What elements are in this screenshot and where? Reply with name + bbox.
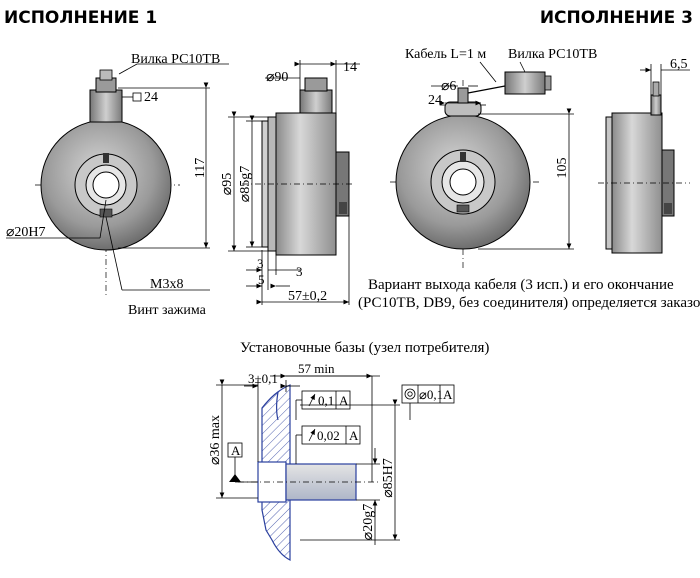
header-variant-1: ИСПОЛНЕНИЕ 1 — [4, 8, 157, 28]
v1-dia-85: ⌀85g7 — [238, 166, 253, 202]
v3-cable-label: Кабель L=1 м — [405, 47, 486, 62]
header-variant-3: ИСПОЛНЕНИЕ 3 — [540, 8, 693, 28]
mount-tol-01: 0,1 — [318, 393, 334, 408]
v3-dim-24: 24 — [428, 93, 442, 108]
variant3-front-view — [390, 61, 574, 270]
v1-length: 57±0,2 — [288, 289, 327, 304]
variant1-side-view — [228, 60, 360, 305]
mount-tol-002: 0,02 — [317, 428, 340, 443]
mount-dia-85: ⌀85Н7 — [381, 458, 396, 498]
v3-dim-65: 6,5 — [670, 57, 688, 72]
mount-dim-57: 57 min — [298, 361, 335, 376]
v1-screw-size: М3х8 — [150, 277, 183, 292]
v1-dim-3a: 3 — [257, 256, 264, 271]
mount-dia-20: ⌀20g7 — [361, 504, 376, 540]
mounting-title: Установочные базы (узел потребителя) — [240, 340, 489, 356]
mounting-section — [216, 373, 455, 561]
v1-dim-14: 14 — [343, 60, 357, 75]
mount-conc-tol: ⌀0,1 — [419, 387, 443, 402]
v1-dim-3b: 3 — [296, 264, 303, 279]
note-line-2: (РС10ТВ, DB9, без соединителя) определяе… — [358, 295, 700, 311]
mount-tol-002-ref: А — [349, 428, 359, 443]
v1-height-dim: 117 — [193, 158, 208, 178]
mount-conc-ref: А — [443, 387, 453, 402]
note-line-1: Вариант выхода кабеля (3 исп.) и его око… — [368, 277, 674, 293]
mount-dia-36: ⌀36 max — [208, 415, 223, 465]
v3-dia-6: ⌀6 — [441, 79, 456, 94]
v3-height-dim: 105 — [555, 158, 570, 179]
v1-bore-dim: ⌀20Н7 — [6, 225, 46, 240]
v3-plug-label: Вилка РС10ТВ — [508, 47, 597, 62]
variant3-side-view — [598, 64, 690, 254]
v1-square-dim: 24 — [144, 90, 158, 105]
mount-datum: А — [231, 443, 241, 458]
mount-tol-01-ref: А — [339, 393, 349, 408]
v1-screw-label: Винт зажима — [128, 303, 207, 318]
mount-dim-3: 3±0,1 — [248, 371, 278, 386]
v1-dim-5: 5 — [258, 272, 265, 287]
v1-plug-label: Вилка РС10ТВ — [131, 52, 220, 67]
v1-dia-95: ⌀95 — [220, 173, 235, 195]
variant1-front-view — [6, 63, 229, 295]
v1-dia-90: ⌀90 — [266, 70, 288, 85]
